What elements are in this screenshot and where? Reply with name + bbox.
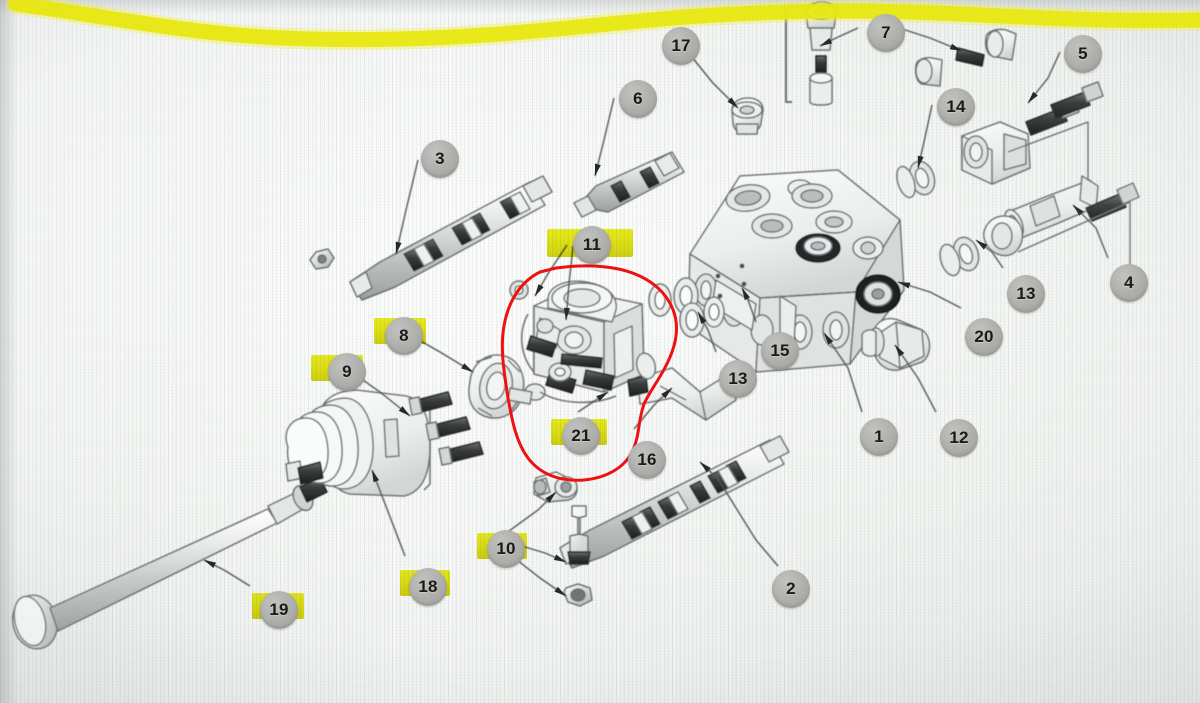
leader-10a-arrowhead: [545, 492, 556, 503]
part-bolts-5: [1007, 81, 1104, 182]
leader-3: [395, 159, 419, 255]
callout-badge-6[interactable]: 6: [619, 80, 657, 118]
part-spool-upper-3: [309, 175, 553, 301]
leader-5-arrowhead: [1028, 91, 1038, 103]
yellow-highlighter-stroke-top: [8, 0, 1200, 48]
callout-badge-17[interactable]: 17: [662, 27, 700, 65]
callout-badge-19[interactable]: 19: [260, 591, 298, 629]
part-end-cap-14: [896, 121, 1031, 199]
callout-badge-1[interactable]: 1: [860, 418, 898, 456]
part-valve-section-11: [507, 280, 645, 405]
part-port-fitting-12: [861, 318, 931, 371]
page-edge-left: [0, 0, 18, 703]
leader-6-arrowhead: [595, 163, 601, 176]
part-spool-lower-2: [559, 435, 790, 569]
leader-7b-arrowhead: [949, 43, 962, 51]
callout-badge-9[interactable]: 9: [328, 353, 366, 391]
leader-6: [594, 97, 615, 177]
callout-badge-4[interactable]: 4: [1110, 264, 1148, 302]
part-main-valve-housing-1: [687, 169, 905, 373]
callout-badge-14[interactable]: 14: [937, 88, 975, 126]
leader-11b-arrowhead: [564, 307, 570, 320]
leader-9-arrowhead: [398, 406, 410, 416]
leader-8-arrowhead: [461, 363, 473, 372]
leader-3-arrowhead: [395, 241, 402, 254]
callout-badge-18[interactable]: 18: [409, 568, 447, 606]
leader-2: [699, 461, 779, 567]
leader-2-arrowhead: [700, 462, 711, 473]
callout-badge-13[interactable]: 13: [719, 360, 757, 398]
leader-20-arrowhead: [898, 282, 911, 289]
leader-11b: [565, 245, 574, 321]
callout-badge-5[interactable]: 5: [1064, 35, 1102, 73]
callout-badge-7[interactable]: 7: [867, 14, 905, 52]
callout-badge-2[interactable]: 2: [772, 570, 810, 608]
leader-17-arrowhead: [727, 97, 738, 108]
callout-badge-13[interactable]: 13: [1007, 275, 1045, 313]
leader-10b-arrowhead: [553, 554, 566, 562]
leader-4-arrowhead: [1073, 205, 1084, 216]
leader-14-arrowhead: [917, 155, 924, 168]
callout-badge-11[interactable]: 11: [573, 226, 611, 264]
part-cylinder-cartridge-4: [939, 175, 1140, 277]
part-o-ring-seals-15: [648, 277, 725, 338]
leader-1-arrowhead: [824, 333, 834, 345]
part-detent-bracket-16: [627, 367, 737, 421]
leader-13b-arrowhead: [698, 312, 707, 324]
part-control-lever-19: [11, 477, 328, 650]
part-cap-screws-8: [408, 391, 484, 466]
leader-18-arrowhead: [372, 470, 380, 483]
callout-badge-8[interactable]: 8: [385, 317, 423, 355]
part-plug-fitting-17: [731, 97, 764, 135]
callout-badge-12[interactable]: 12: [940, 419, 978, 457]
callout-badge-20[interactable]: 20: [965, 318, 1003, 356]
part-rubber-boot-18: [285, 389, 431, 497]
yellow-highlighter-stroke-top-soft: [5, 0, 1200, 51]
leader-12-arrowhead: [895, 345, 905, 357]
leader-13-arrowhead: [976, 240, 988, 250]
part-relief-cartridge-6: [573, 151, 685, 218]
callout-badge-15[interactable]: 15: [761, 332, 799, 370]
leader-arrowhead-group: [204, 37, 1084, 596]
callout-badge-10[interactable]: 10: [487, 530, 525, 568]
leader-10c-arrowhead: [554, 586, 566, 596]
leader-21-arrowhead: [596, 392, 608, 402]
leader-11a-arrowhead: [535, 284, 544, 296]
callout-badge-16[interactable]: 16: [628, 441, 666, 479]
callout-badge-3[interactable]: 3: [421, 140, 459, 178]
leader-18: [371, 469, 406, 557]
leader-19-arrowhead: [204, 560, 217, 569]
leader-7a-arrowhead: [820, 37, 833, 46]
leader-12: [894, 344, 937, 413]
hand-drawn-red-circle: [500, 264, 679, 482]
leader-15-arrowhead: [742, 288, 751, 301]
leader-16-arrowhead: [661, 388, 672, 399]
leader-1: [823, 332, 863, 413]
part-washer-pair: [635, 352, 657, 380]
callout-badge-21[interactable]: 21: [562, 417, 600, 455]
